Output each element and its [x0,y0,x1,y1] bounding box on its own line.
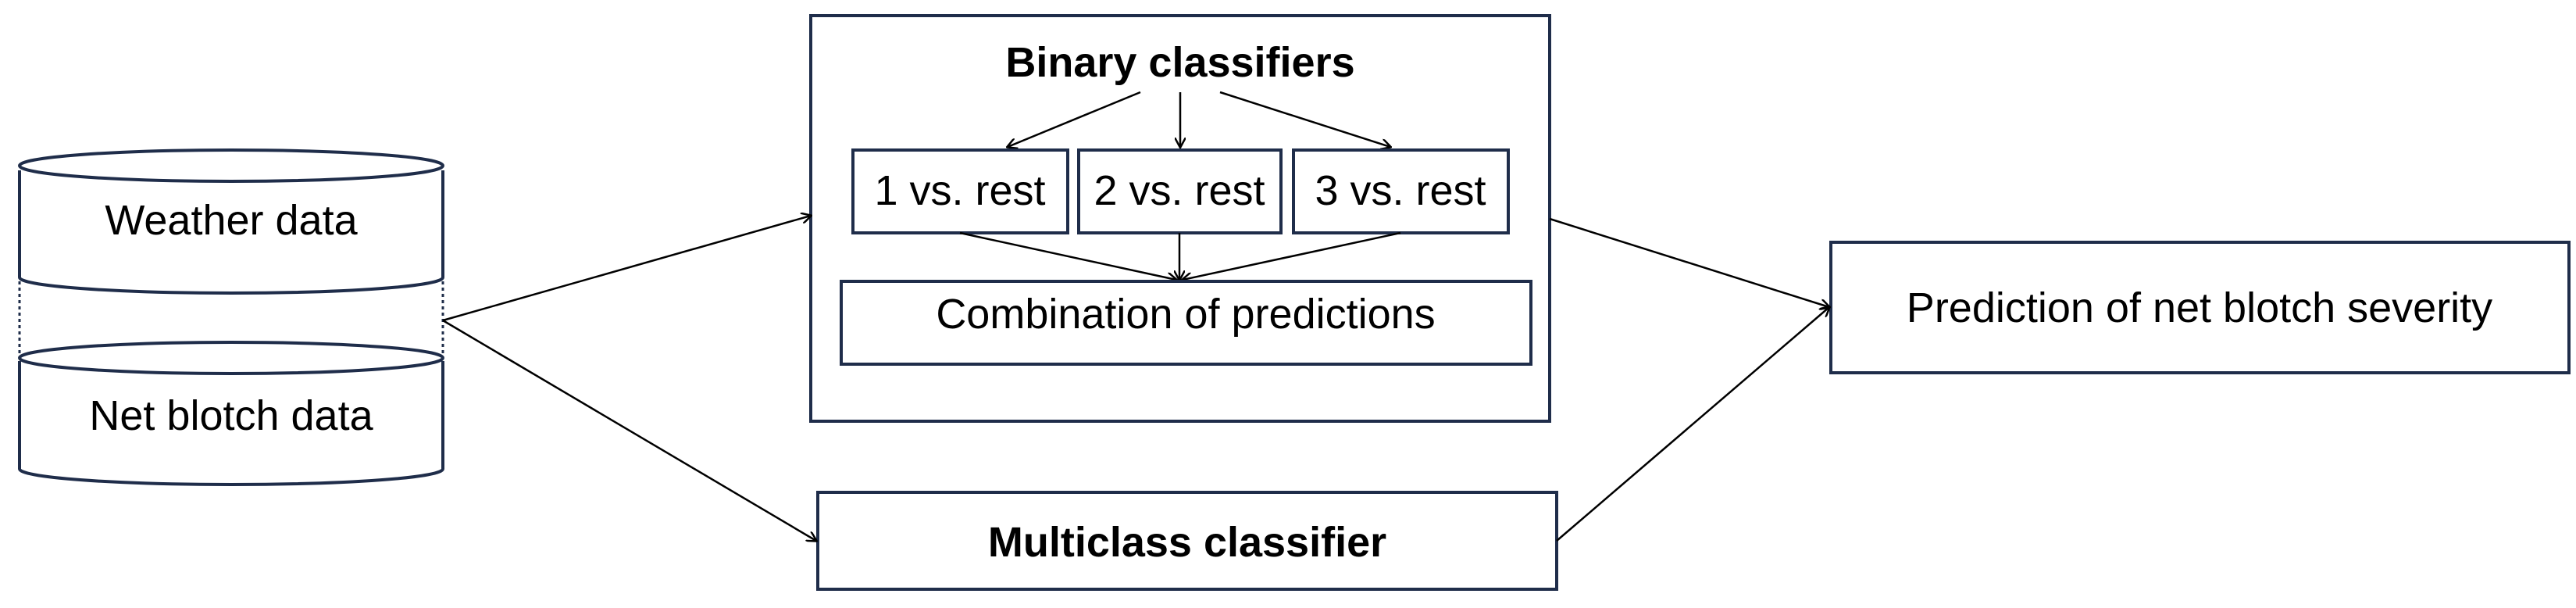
arrow-data-to-multiclass [442,319,816,541]
prediction-output-label: Prediction of net blotch severity [1907,284,2492,331]
weather-cylinder-top [18,148,444,183]
net-blotch-cylinder-body [18,361,444,486]
arrow-multiclass-to-output [1556,307,1829,542]
classifier-3-vs-rest: 3 vs. rest [1292,148,1510,234]
classifier-2-vs-rest: 2 vs. rest [1077,148,1283,234]
weather-cylinder-body [18,170,444,295]
classifier-3-label: 3 vs. rest [1315,167,1486,214]
arrow-class1-to-combination [959,231,1176,280]
combination-label: Combination of predictions [936,291,1435,338]
net-blotch-data-label: Net blotch data [89,392,373,439]
binary-classifiers-title: Binary classifiers [1005,39,1354,86]
weather-data-label: Weather data [105,197,358,244]
arrow-data-to-binary [442,216,811,322]
net-blotch-data-cylinder: Net blotch data [18,341,444,486]
multiclass-classifier-box: Multiclass classifier [816,491,1558,591]
weather-data-cylinder: Weather data [18,148,444,295]
classifier-2-label: 2 vs. rest [1094,167,1265,214]
arrow-title-to-class1 [1008,91,1141,147]
classifier-1-label: 1 vs. rest [874,167,1045,214]
arrow-title-to-class3 [1219,91,1390,147]
classifier-1-vs-rest: 1 vs. rest [851,148,1069,234]
multiclass-label: Multiclass classifier [988,519,1386,566]
arrow-binary-to-output [1549,217,1829,307]
arrow-class3-to-combination [1183,231,1401,280]
combination-of-predictions-box: Combination of predictions [840,280,1532,366]
net-blotch-cylinder-top [18,341,444,375]
prediction-output-box: Prediction of net blotch severity [1829,241,2571,374]
